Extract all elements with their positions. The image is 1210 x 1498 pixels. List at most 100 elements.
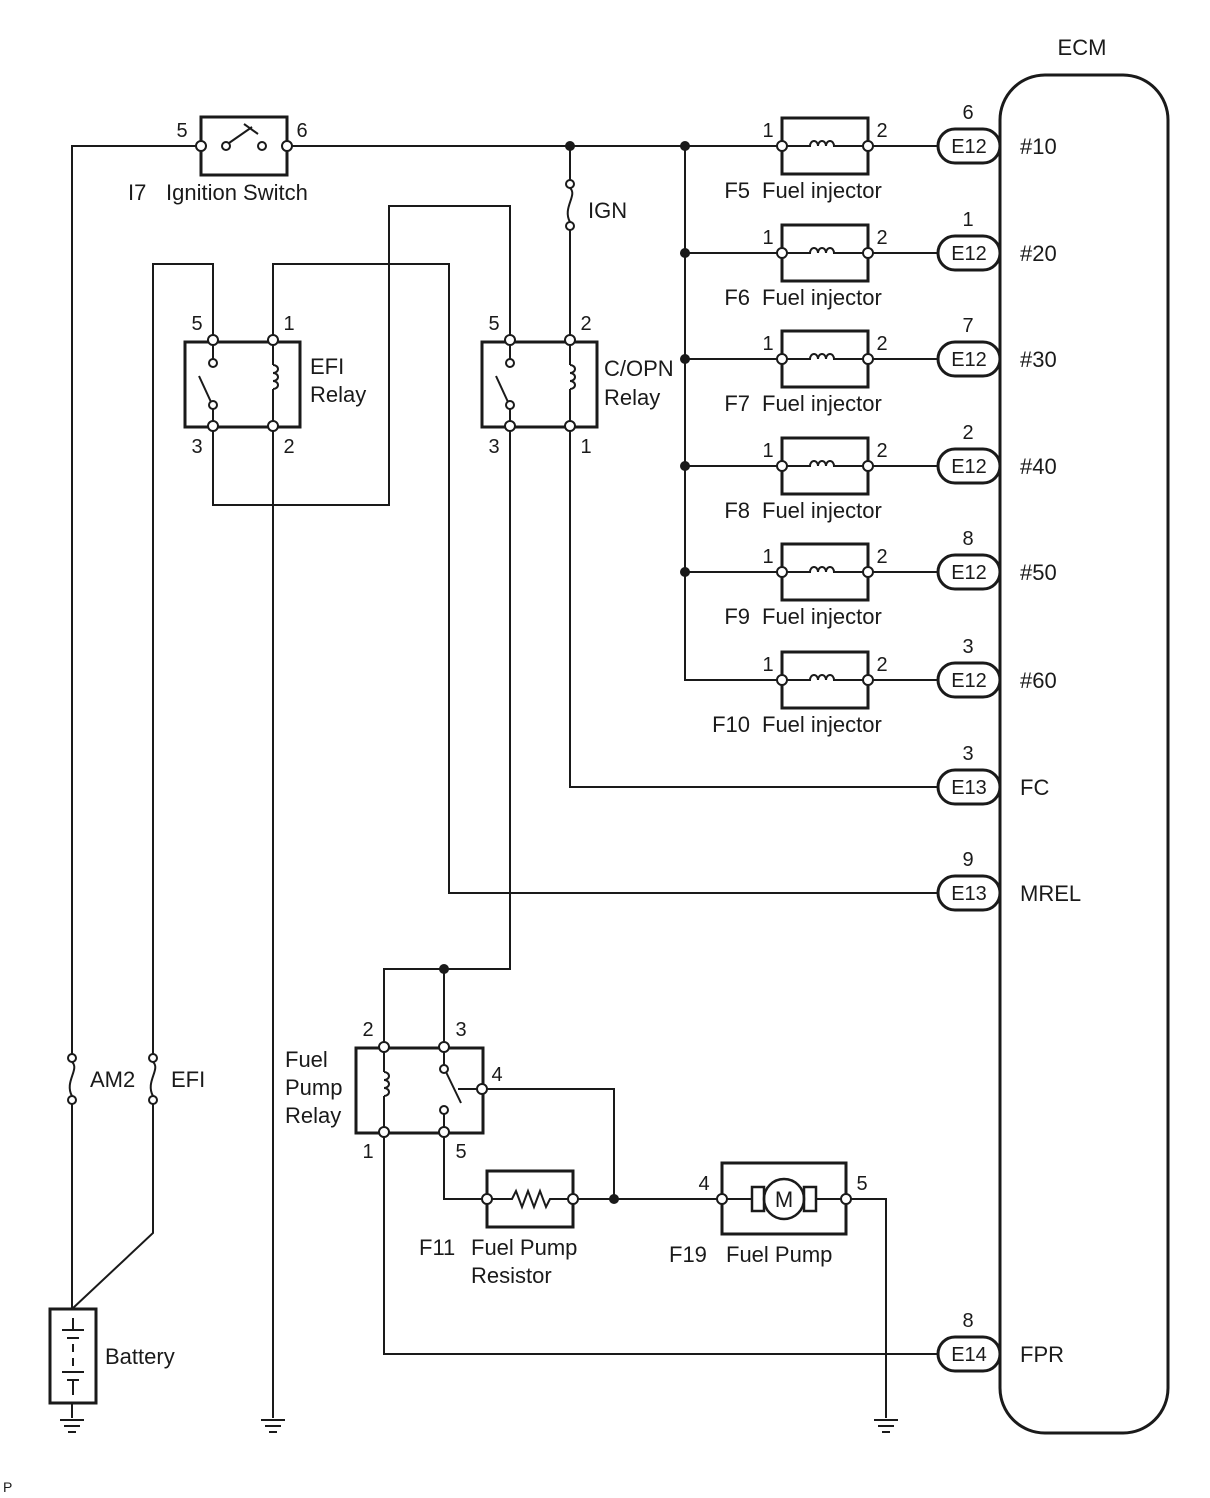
efi-relay-pin-br: 2 [283,436,294,458]
ecm-connector-id: E13 [951,883,987,905]
efi-relay-label-1: EFI [310,354,344,379]
injector-pin-1: 1 [762,333,773,355]
injector-pin-1: 1 [762,546,773,568]
injector-label: Fuel injector [762,712,882,737]
fp-relay-label-3: Relay [285,1103,341,1128]
fp-relay-pin-tl: 2 [362,1019,373,1041]
junction-dots [439,141,690,1204]
battery: Battery [48,1307,175,1405]
efi-relay-pin-tr: 1 [283,313,294,335]
ecm-signal-name: #20 [1020,241,1057,266]
fuel-pump-resistor: F11 Fuel Pump Resistor [419,1169,579,1288]
injector-code: F7 [724,391,750,416]
injector-label: Fuel injector [762,391,882,416]
copn-relay-pin-tl: 5 [488,313,499,335]
ecm-terminal-n30: E12 7 #30 [936,315,1057,378]
fuel-pump-code: F19 [669,1242,707,1267]
fuel-injector-f9: 1 2F9 Fuel injector [724,542,888,629]
am2-fuse: AM2 [67,1053,135,1105]
fuel-pump-relay: 2 3 4 1 5 Fuel Pump Relay [285,1019,503,1163]
ecm-pin-number: 8 [962,1310,973,1332]
efi-relay-label-2: Relay [310,382,366,407]
injector-pin-1: 1 [762,654,773,676]
fp-resistor-label-1: Fuel Pump [471,1235,577,1260]
ecm-pin-number: 3 [962,743,973,765]
injector-code: F9 [724,604,750,629]
efi-relay-pin-tl: 5 [191,313,202,335]
injector-code: F8 [724,498,750,523]
injector-code: F10 [712,712,750,737]
ground-battery [60,1419,84,1433]
ecm-terminals: E126#10E121#20E127#30E122#40E128#50E123#… [936,102,1081,1373]
ign-fuse: IGN [565,179,627,231]
injector-pin-2: 2 [876,333,887,355]
fp-relay-pin-tr: 3 [455,1019,466,1041]
injector-pin-1: 1 [762,120,773,142]
copn-relay: 5 2 3 1 C/OPN Relay [480,313,674,458]
copn-relay-pin-bl: 3 [488,436,499,458]
corner-mark: P [3,1479,12,1495]
injector-code: F5 [724,178,750,203]
injector-label: Fuel injector [762,498,882,523]
ecm-pin-number: 3 [962,636,973,658]
fuel-pump: M 4 5 F19 Fuel Pump [669,1161,868,1267]
ecm-signal-name: #10 [1020,134,1057,159]
efi-fuse: EFI [148,1053,205,1105]
ecm-pin-number: 8 [962,528,973,550]
ecm-signal-name: #30 [1020,347,1057,372]
ecm-pin-number: 7 [962,315,973,337]
ecm-signal-name: MREL [1020,881,1081,906]
ecm-signal-name: #40 [1020,454,1057,479]
ecm-pin-number: 1 [962,209,973,231]
ecm-label: ECM [1058,35,1107,60]
fp-resistor-code: F11 [419,1235,455,1260]
fuel-pump-pin-out: 5 [856,1173,867,1195]
copn-relay-label-1: C/OPN [604,356,674,381]
ecm-connector-id: E14 [951,1344,987,1366]
wires [71,145,940,1418]
am2-fuse-label: AM2 [90,1067,135,1092]
ecm-connector-id: E13 [951,777,987,799]
ignition-switch-label: Ignition Switch [166,180,308,205]
copn-relay-label-2: Relay [604,385,660,410]
injector-pin-2: 2 [876,546,887,568]
ecm-connector-id: E12 [951,349,987,371]
ecm-pin-number: 9 [962,849,973,871]
fp-relay-label-2: Pump [285,1075,342,1100]
fp-relay-pin-br: 5 [455,1141,466,1163]
efi-relay: 5 1 3 2 EFI Relay [183,313,366,458]
injector-label: Fuel injector [762,604,882,629]
ground-efi-relay [261,1419,285,1433]
injector-label: Fuel injector [762,178,882,203]
ground-fuel-pump [874,1419,898,1433]
fp-relay-label-1: Fuel [285,1047,328,1072]
injector-pin-1: 1 [762,227,773,249]
ecm-connector-id: E12 [951,136,987,158]
efi-relay-pin-bl: 3 [191,436,202,458]
battery-label: Battery [105,1344,175,1369]
injector-pin-2: 2 [876,654,887,676]
copn-relay-pin-br: 1 [580,436,591,458]
ignition-switch-pin-in: 5 [176,120,187,142]
injector-pin-2: 2 [876,440,887,462]
fp-relay-pin-bl: 1 [362,1141,373,1163]
fp-relay-pin-r: 4 [491,1064,502,1086]
injector-pin-1: 1 [762,440,773,462]
fuel-injector-f8: 1 2F8 Fuel injector [724,436,888,523]
ecm-connector-id: E12 [951,456,987,478]
ign-fuse-label: IGN [588,198,627,223]
injector-pin-2: 2 [876,120,887,142]
fuel-injector-f7: 1 2F7 Fuel injector [724,329,888,416]
ecm: ECM [998,35,1170,1435]
